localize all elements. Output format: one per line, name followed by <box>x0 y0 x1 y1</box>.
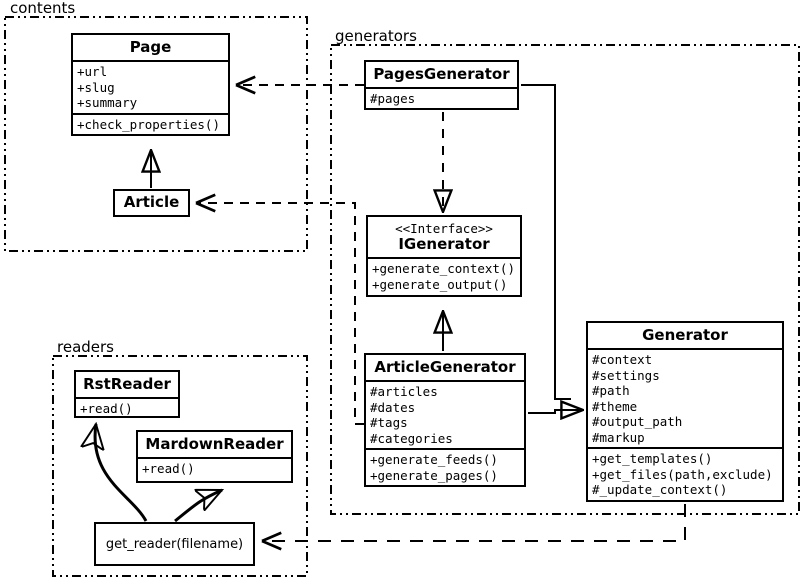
package-generators-label: generators <box>333 27 419 45</box>
class-page-attributes: +url +slug +summary <box>73 60 228 113</box>
function-get-reader-label: get_reader(filename) <box>105 536 244 552</box>
package-readers-border <box>52 355 308 577</box>
attribute-path: #path <box>592 383 630 398</box>
class-igenerator-operations: +generate_context() +generate_output() <box>368 257 520 294</box>
attribute-articles: #articles <box>370 384 438 399</box>
class-page-name: Page <box>129 38 172 56</box>
package-contents <box>4 16 308 252</box>
class-pages-generator-attributes: #pages <box>366 87 517 109</box>
attribute-context: #context <box>592 352 653 367</box>
class-generator-header: Generator <box>588 323 782 348</box>
operation-update-context: #_update_context() <box>592 482 728 497</box>
class-article-generator-attributes: #articles #dates #tags #categories <box>366 380 524 448</box>
attribute-markup: #markup <box>592 429 645 445</box>
class-article-header: Article <box>115 191 188 214</box>
operation-generate-output: +generate_output() <box>372 276 508 292</box>
class-mardown-reader-name: MardownReader <box>145 435 284 453</box>
class-igenerator-stereotype: <<Interface>> <box>395 221 493 236</box>
operation-generate-feeds: +generate_feeds() <box>370 452 498 467</box>
class-mardown-reader[interactable]: MardownReader +read() <box>136 430 293 483</box>
package-contents-label: contents <box>8 0 78 17</box>
class-page[interactable]: Page +url +slug +summary +check_properti… <box>71 33 230 136</box>
class-article-name: Article <box>123 193 180 211</box>
class-article-generator[interactable]: ArticleGenerator #articles #dates #tags … <box>364 353 526 487</box>
class-rst-reader-header: RstReader <box>76 372 178 397</box>
class-igenerator-header: <<Interface>> IGenerator <box>368 217 520 257</box>
package-contents-border <box>4 16 308 252</box>
class-page-operations: +check_properties() <box>73 112 228 135</box>
class-generator-attributes: #context #settings #path #theme #output_… <box>588 348 782 447</box>
class-generator-operations: +get_templates() +get_files(path,exclude… <box>588 447 782 500</box>
operation-get-templates: +get_templates() <box>592 451 713 466</box>
class-pages-generator[interactable]: PagesGenerator #pages <box>364 60 519 110</box>
operation-generate-pages: +generate_pages() <box>370 467 498 483</box>
operation-check-properties: +check_properties() <box>77 116 220 132</box>
class-mardown-reader-header: MardownReader <box>138 432 291 457</box>
attribute-dates: #dates <box>370 399 416 415</box>
attribute-tags: #tags <box>370 415 408 430</box>
attribute-url: +url <box>77 64 108 79</box>
attribute-pages: #pages <box>370 91 416 106</box>
class-igenerator-name: IGenerator <box>398 235 490 253</box>
class-article[interactable]: Article <box>113 189 190 217</box>
attribute-categories: #categories <box>370 430 453 446</box>
attribute-slug: +slug <box>77 79 115 95</box>
function-get-reader[interactable]: get_reader(filename) <box>94 522 255 566</box>
class-igenerator[interactable]: <<Interface>> IGenerator +generate_conte… <box>366 215 522 297</box>
operation-get-files: +get_files(path,exclude) <box>592 466 773 482</box>
operation-md-read: +read() <box>142 461 195 476</box>
class-rst-reader-operations: +read() <box>76 397 178 419</box>
class-pages-generator-header: PagesGenerator <box>366 62 517 87</box>
class-generator-name: Generator <box>642 326 728 344</box>
operation-generate-context: +generate_context() <box>372 261 515 276</box>
class-article-generator-name: ArticleGenerator <box>374 358 516 376</box>
package-readers-label: readers <box>55 338 116 356</box>
class-article-generator-operations: +generate_feeds() +generate_pages() <box>366 448 524 485</box>
class-page-header: Page <box>73 35 228 60</box>
attribute-settings: #settings <box>592 367 660 383</box>
class-rst-reader[interactable]: RstReader +read() <box>74 370 180 418</box>
attribute-theme: #theme <box>592 398 638 414</box>
class-generator[interactable]: Generator #context #settings #path #them… <box>586 321 784 502</box>
attribute-summary: +summary <box>77 95 138 110</box>
class-article-generator-header: ArticleGenerator <box>366 355 524 380</box>
operation-rst-read: +read() <box>80 401 133 416</box>
attribute-output-path: #output_path <box>592 414 683 429</box>
class-mardown-reader-operations: +read() <box>138 457 291 479</box>
class-rst-reader-name: RstReader <box>83 375 171 393</box>
package-readers <box>52 355 308 577</box>
class-pages-generator-name: PagesGenerator <box>373 65 510 83</box>
